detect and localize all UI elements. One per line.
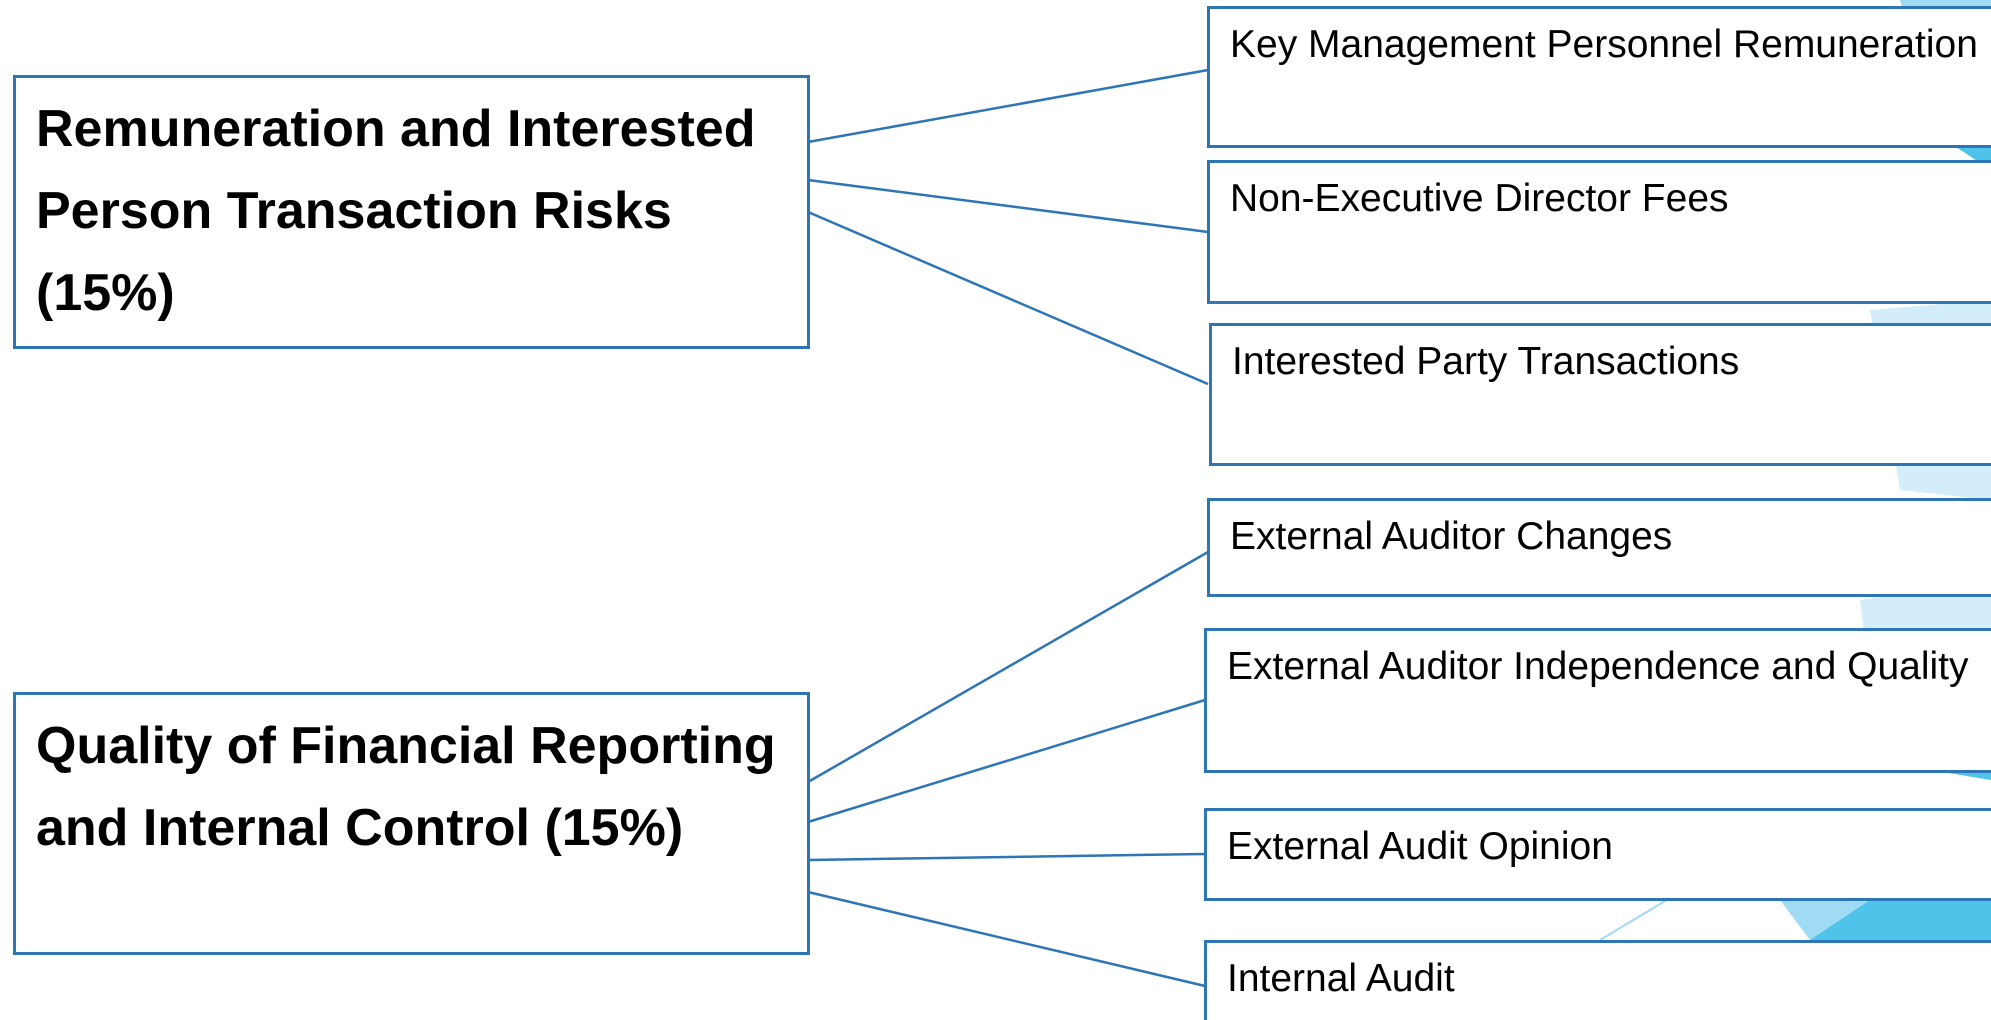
subitem-box-key-management-remuneration: Key Management Personnel Remuneration [1207, 6, 1991, 148]
subitem-box-non-executive-director-fees: Non-Executive Director Fees [1207, 160, 1991, 304]
subitem-box-external-auditor-independence: External Auditor Independence and Qualit… [1204, 628, 1991, 773]
subitem-box-internal-audit: Internal Audit [1204, 940, 1991, 1020]
subitem-label: Non-Executive Director Fees [1230, 177, 1729, 220]
subitem-label: Key Management Personnel Remuneration [1230, 23, 1978, 66]
subitem-label: External Auditor Changes [1230, 515, 1673, 558]
subitem-label: Interested Party Transactions [1232, 340, 1740, 383]
connector-line [807, 68, 1209, 144]
connector-line [807, 210, 1209, 386]
category-box-financial-reporting: Quality of Financial Reporting and Inter… [13, 692, 810, 955]
subitem-label: External Auditor Independence and Qualit… [1227, 645, 1969, 688]
subitem-label: Internal Audit [1227, 957, 1455, 1000]
connector-line [807, 890, 1206, 988]
connector-line [807, 550, 1209, 784]
subitem-label: External Audit Opinion [1227, 825, 1613, 868]
subitem-box-external-auditor-changes: External Auditor Changes [1207, 498, 1991, 597]
subitem-box-interested-party-transactions: Interested Party Transactions [1209, 323, 1991, 466]
connector-line [807, 178, 1209, 234]
subitem-box-external-audit-opinion: External Audit Opinion [1204, 808, 1991, 901]
category-title: Remuneration and Interested Person Trans… [36, 100, 756, 322]
category-title: Quality of Financial Reporting and Inter… [36, 717, 776, 857]
category-box-remuneration: Remuneration and Interested Person Trans… [13, 75, 810, 349]
connector-line [807, 852, 1206, 862]
connector-line [807, 698, 1206, 824]
